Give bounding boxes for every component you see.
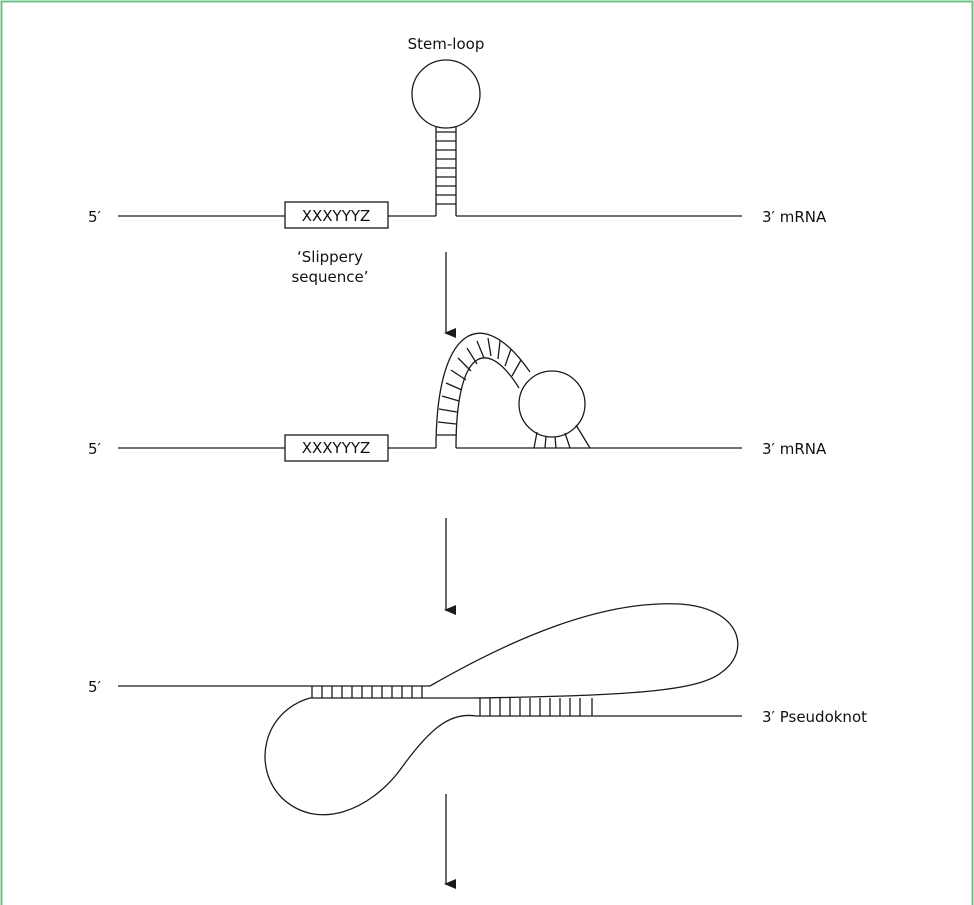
- slippery-caption-line1: ‘Slippery: [297, 248, 363, 266]
- panel-stem-loop: [118, 60, 742, 228]
- arch-base-pairs: [437, 338, 521, 435]
- pseudoknot-loop: [519, 371, 585, 437]
- stem-base-pairs: [436, 132, 456, 204]
- upper-loop: [430, 604, 738, 698]
- lower-loop: [265, 698, 476, 815]
- five-prime-label: 5′: [88, 678, 102, 696]
- left-stem-base-pairs: [312, 686, 422, 698]
- three-prime-label: 3′ mRNA: [762, 208, 827, 226]
- five-prime-label: 5′: [88, 208, 102, 226]
- pseudoknot-label: 3′ Pseudoknot: [762, 708, 867, 726]
- three-prime-label: 3′ mRNA: [762, 440, 827, 458]
- slippery-caption-line2: sequence’: [291, 268, 368, 286]
- five-prime-label: 5′: [88, 440, 102, 458]
- arch-inner-strand: [456, 358, 519, 448]
- loop-base-pairs: [534, 425, 590, 448]
- right-stem-base-pairs: [480, 698, 592, 716]
- panel-intermediate: [118, 333, 742, 461]
- hairpin-loop: [412, 60, 480, 128]
- panel-pseudoknot: [118, 604, 742, 815]
- slippery-box-label: XXXYYYZ: [302, 439, 371, 457]
- stem-loop-label: Stem-loop: [408, 35, 485, 53]
- slippery-box-label: XXXYYYZ: [302, 207, 371, 225]
- arch-outer-strand: [436, 333, 530, 448]
